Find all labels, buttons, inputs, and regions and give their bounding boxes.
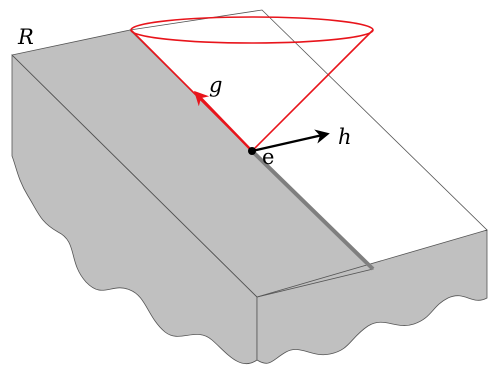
label-point-e: e: [262, 145, 274, 169]
boundary-edge: [250, 149, 375, 271]
point-e-dot: [248, 147, 256, 155]
slab-top-gray-face: [12, 30, 373, 297]
vector-g-arrow: [193, 90, 253, 152]
label-vector-h: h: [338, 125, 352, 149]
vector-h-arrow: [251, 129, 330, 153]
label-vector-g: g: [209, 73, 222, 97]
slab-front-face: [256, 229, 488, 364]
slab-left-side-face: [11, 54, 258, 365]
label-region-r: R: [17, 25, 34, 49]
cone-ellipse: [130, 16, 374, 44]
cone-right-edge: [251, 29, 374, 152]
